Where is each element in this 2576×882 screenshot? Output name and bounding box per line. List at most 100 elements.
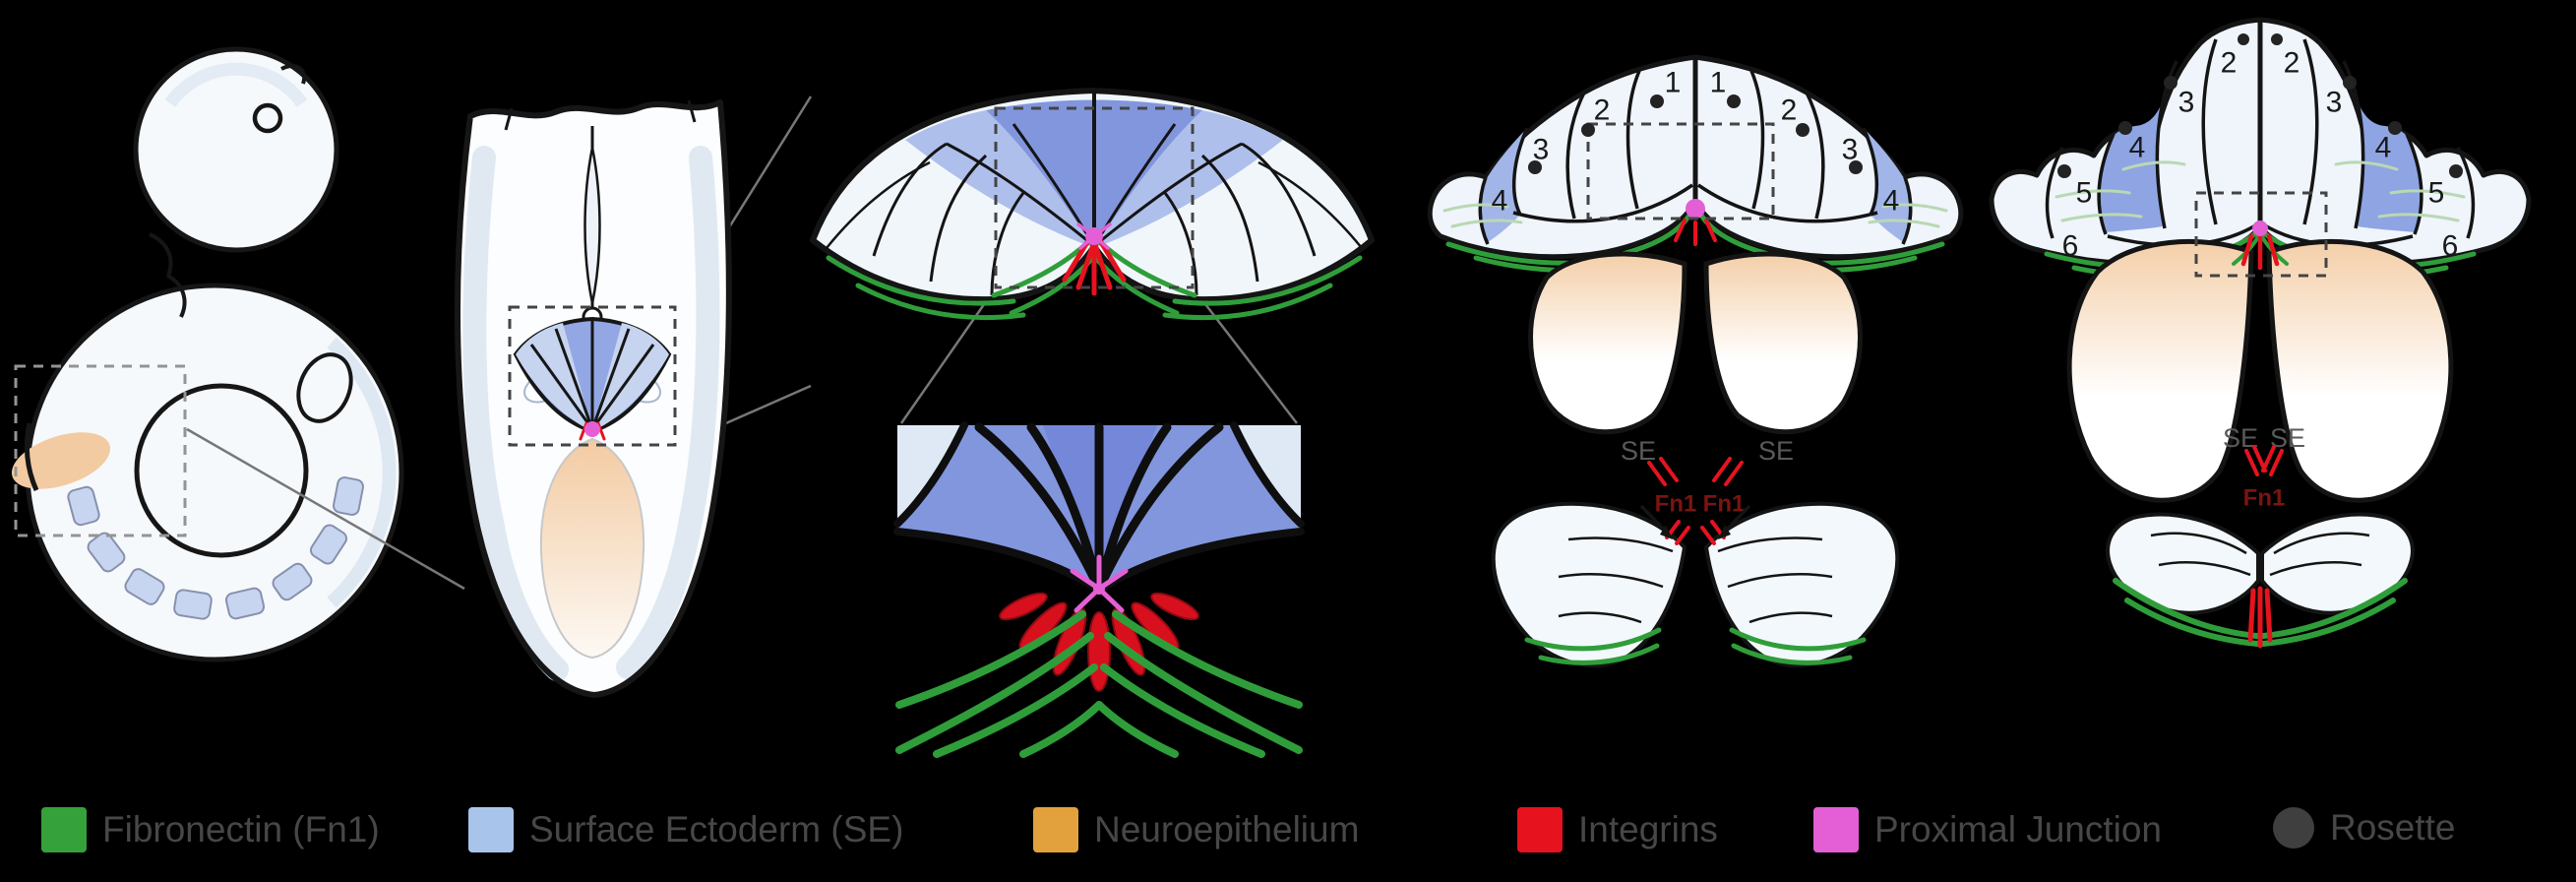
panel-cross-section (810, 88, 1375, 321)
cell-number-label: 2 (1781, 94, 1798, 127)
rosette-dot (2118, 121, 2132, 135)
tailbud-fan-cell-lines (529, 321, 655, 430)
cell-number-label: 1 (1665, 67, 1682, 99)
embryo-ear (280, 64, 307, 85)
panel-stage2: 2 3 4 5 6 2 3 4 5 6 SE SE Fn1 (1992, 20, 2529, 649)
cell-number-label: 3 (1842, 134, 1859, 166)
rosette-dot (2388, 121, 2402, 135)
legend-item-integrins: Integrins (1517, 807, 1718, 852)
neural-plate-right (1094, 110, 1283, 248)
panel-stage1: 1 2 3 4 1 2 3 4 SE SE Fn1 Fn1 (1430, 57, 1961, 665)
integrin-marks (1062, 239, 1127, 296)
stage2-rosette-dots (2057, 33, 2463, 178)
tailbud-roi-box (508, 305, 677, 447)
rosette-swatch (2273, 807, 2314, 849)
fn1-label: Fn1 (1655, 491, 1697, 518)
proximal-junction (1085, 227, 1103, 245)
embryo-head-shading (164, 62, 308, 107)
embryo-branchial-arches (149, 232, 187, 318)
panel-tailbud (455, 99, 732, 698)
stage2-fn1-tether-marks (2244, 445, 2284, 476)
stage2-book-integrins (2247, 586, 2273, 649)
cell-number-label: 5 (2076, 177, 2093, 210)
legend-item-proximal-junction: Proximal Junction (1813, 807, 2162, 852)
legend-label-fibronectin: Fibronectin (Fn1) (102, 809, 380, 850)
cell-number-label: 2 (2284, 47, 2300, 80)
cell-number-label: 3 (2178, 87, 2195, 119)
stage1-roi-box (1586, 122, 1775, 220)
cell-number-label: 4 (2129, 132, 2146, 164)
inset-proximal-junction (1093, 583, 1105, 595)
integrins-swatch (1517, 807, 1563, 852)
section-roi-box (994, 106, 1195, 289)
legend-label-integrins: Integrins (1578, 809, 1718, 850)
rosette-dot (2271, 33, 2283, 45)
rosette-dot (1727, 94, 1741, 108)
tailbud-proximal-junction (584, 421, 600, 437)
rosette-dot (2164, 76, 2177, 90)
cell-number-label: 2 (1594, 94, 1611, 127)
legend-item-surface-ectoderm: Surface Ectoderm (SE) (468, 807, 903, 852)
cell-number-label: 6 (2062, 230, 2079, 263)
cell-number-label: 6 (2442, 230, 2459, 263)
legend-item-rosette: Rosette (2273, 807, 2456, 849)
stage2-proximal-junction (2252, 220, 2268, 236)
section-cell-boundaries (826, 123, 1363, 296)
fibronectin-swatch (41, 807, 87, 852)
embryo-tailbud-tip (11, 432, 111, 489)
rosette-dot (1796, 123, 1809, 137)
cell-number-label: 4 (1492, 185, 1508, 218)
embryo-roi-box (14, 364, 187, 537)
embryo-back-shading (327, 337, 397, 608)
embryo-tail-outline (24, 422, 39, 492)
legend-label-neuroepithelium: Neuroepithelium (1094, 809, 1360, 850)
legend-label-surface-ectoderm: Surface Ectoderm (SE) (529, 809, 904, 850)
cell-number-label: 4 (1883, 185, 1900, 218)
rosette-dot (2449, 164, 2463, 178)
legend-label-rosette: Rosette (2330, 807, 2456, 848)
rosette-dot (1849, 160, 1863, 174)
se-label: SE (1758, 436, 1794, 466)
tailbud-streak (583, 147, 601, 304)
stage1-proximal-junction (1686, 199, 1705, 219)
se-label: SE (2223, 423, 2258, 453)
rosette-dot (1581, 123, 1595, 137)
stage2-integrin-marks (2240, 231, 2280, 271)
tailbud-cut-mark-right (687, 99, 697, 123)
rosette-dot (2057, 164, 2071, 178)
tailbud-shading-left (462, 146, 569, 681)
legend-item-fibronectin: Fibronectin (Fn1) (41, 807, 380, 852)
stage1-integrin-marks (1674, 219, 1717, 246)
fn1-label: Fn1 (1703, 491, 1746, 518)
legend-item-neuroepithelium: Neuroepithelium (1033, 807, 1359, 852)
rosette-dot (1528, 160, 1542, 174)
tailbud-shading-right (616, 146, 720, 679)
rosette-dot (2238, 33, 2249, 45)
cell-number-label: 1 (1710, 67, 1727, 99)
legend-label-proximal-junction: Proximal Junction (1874, 809, 2163, 850)
tailbud-neuroepithelium (539, 437, 645, 660)
se-label: SE (2270, 423, 2305, 453)
tailbud-outline (455, 99, 732, 698)
cell-number-label: 3 (2326, 87, 2343, 119)
neuroepithelium-swatch (1033, 807, 1078, 852)
panel-cross-section-inset (893, 421, 1305, 758)
fibronectin-lines (826, 239, 1363, 321)
cell-number-label: 2 (2221, 47, 2238, 80)
embryo-somites (67, 476, 364, 620)
stage1-rosette-dots (1528, 94, 1863, 174)
neural-plate-left (905, 110, 1094, 248)
se-label: SE (1621, 436, 1656, 466)
surface-ectoderm-swatch (468, 807, 514, 852)
embryo-head (133, 46, 339, 253)
fn1-label: Fn1 (2243, 485, 2286, 512)
proximal-junction-swatch (1813, 807, 1859, 852)
inset-cell-boundaries (893, 421, 1305, 596)
panel-embryo (11, 46, 404, 662)
rosette-dot (1650, 94, 1664, 108)
embryo-eye (252, 102, 283, 134)
embryo-inner-curl (134, 383, 309, 558)
